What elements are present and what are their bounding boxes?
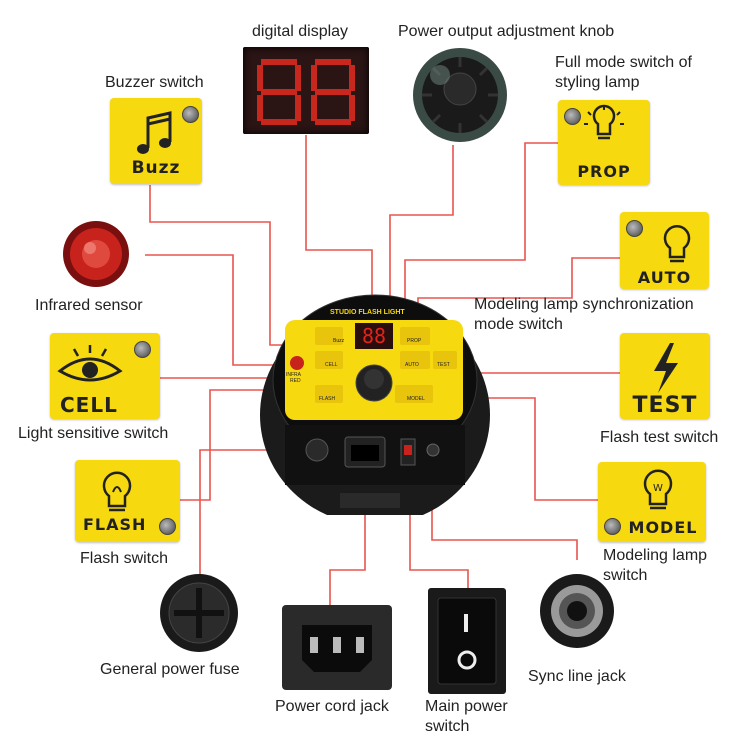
lightning-icon: [654, 343, 678, 393]
seven-segment-icon: [257, 59, 355, 125]
sync-jack-image: [538, 572, 616, 650]
flash-led-icon: [159, 518, 176, 535]
prop-text: PROP: [577, 162, 631, 181]
panel-display-value: 88: [362, 324, 386, 348]
infrared-sensor-image: [60, 218, 132, 290]
flash-text: FLASH: [83, 515, 147, 534]
label-power-knob: Power output adjustment knob: [398, 23, 615, 40]
label-modeling-2: switch: [603, 567, 648, 584]
line-display: [305, 135, 373, 325]
label-sync-mode-1: Modeling lamp synchronization: [474, 296, 694, 313]
panel-prop-text: PROP: [407, 338, 422, 344]
auto-led-icon: [626, 220, 643, 237]
bulb-icon: [663, 225, 691, 263]
line-infrared: [145, 254, 295, 366]
prop-led-icon: [564, 108, 581, 125]
line-prop: [404, 142, 560, 330]
label-main-power-2: switch: [425, 718, 470, 735]
label-light-sensitive: Light sensitive switch: [18, 425, 169, 442]
auto-button: AUTO: [620, 212, 709, 289]
test-button: TEST: [620, 333, 710, 419]
label-modeling-1: Modeling lamp: [603, 547, 708, 564]
label-infrared: Infrared sensor: [35, 297, 143, 314]
flash-bulb-icon: [102, 471, 132, 512]
panel-infra-text: INFRA: [286, 372, 301, 378]
model-button: W MODEL: [598, 462, 706, 542]
eye-icon: [57, 345, 123, 382]
label-buzzer: Buzzer switch: [105, 74, 204, 91]
music-note-icon: [137, 111, 172, 154]
label-digital-display: digital display: [252, 23, 349, 40]
cell-led-icon: [134, 341, 151, 358]
panel-brand-text: STUDIO FLASH LIGHT: [330, 309, 405, 316]
line-cord: [329, 460, 366, 605]
label-flash-switch: Flash switch: [80, 550, 169, 567]
cell-text: CELL: [60, 393, 118, 417]
flash-button: FLASH: [75, 460, 180, 542]
power-knob-image: [410, 45, 510, 145]
panel-red-text: RED: [290, 378, 301, 384]
label-full-mode-1: Full mode switch of: [555, 54, 692, 71]
svg-text:W: W: [653, 483, 663, 494]
label-full-mode-2: styling lamp: [555, 74, 640, 91]
bulb-rays-icon: [584, 104, 624, 140]
panel-test-text: TEST: [437, 362, 450, 368]
auto-text: AUTO: [637, 268, 692, 287]
test-text: TEST: [632, 393, 698, 418]
model-text: MODEL: [628, 518, 698, 537]
cell-button: CELL: [50, 333, 160, 419]
buzz-text: Buzz: [131, 158, 181, 178]
buzz-button: Buzz: [110, 98, 202, 184]
bulb-w-icon: W: [643, 469, 673, 510]
label-fuse: General power fuse: [100, 661, 240, 678]
label-power-cord: Power cord jack: [275, 698, 389, 715]
fuse-image: [158, 572, 240, 654]
label-flash-test: Flash test switch: [600, 429, 719, 446]
buzz-led-icon: [182, 106, 199, 123]
power-cord-jack-image: [282, 605, 392, 690]
model-led-icon: [604, 518, 621, 535]
label-main-power-1: Main power: [425, 698, 508, 715]
prop-button: PROP: [558, 100, 650, 185]
panel-auto-text: AUTO: [405, 362, 419, 368]
main-power-switch-image: [428, 588, 506, 694]
line-knob: [389, 145, 454, 360]
label-sync-mode-2: mode switch: [474, 316, 563, 333]
panel-buzz-text: Buzz: [333, 338, 345, 344]
flash-unit-back-panel: 88 STUDIO FLASH LIGHT INFRA RED Buzz CEL…: [255, 265, 495, 525]
digital-display-image: [243, 47, 369, 134]
panel-flash-text: FLASH: [319, 396, 336, 402]
label-sync-jack: Sync line jack: [528, 668, 626, 685]
panel-model-text: MODEL: [407, 396, 425, 402]
panel-cell-text: CELL: [325, 362, 338, 368]
